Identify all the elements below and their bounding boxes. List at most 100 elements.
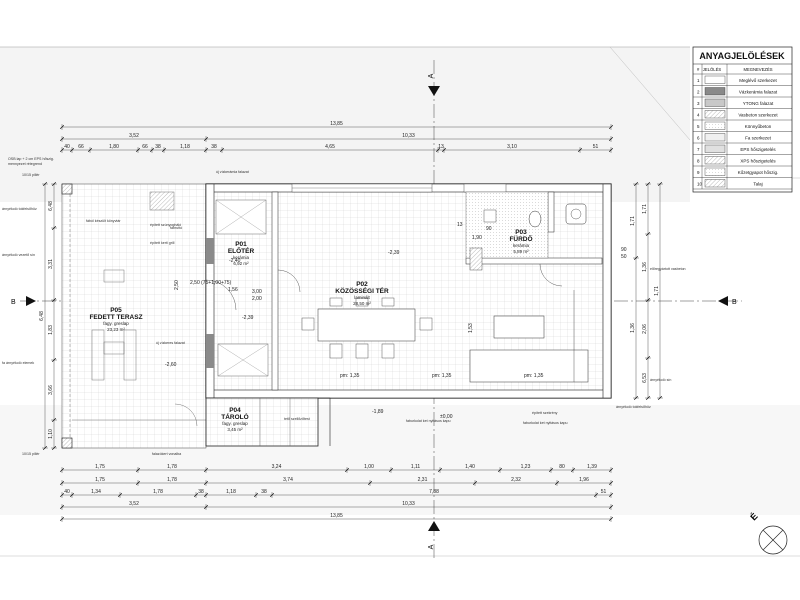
- legend-row-num: 2: [697, 90, 700, 95]
- legend-row-name: EPS hőszigetelés: [740, 147, 776, 152]
- level-marker: -1,89: [372, 409, 384, 415]
- misc-dim: 2,00: [252, 296, 262, 302]
- room-name: ELŐTÉR: [228, 246, 255, 255]
- legend-row-name: Vasbeton szerkezet: [738, 113, 778, 118]
- misc-dim: 2,50 (75+1,00+75): [190, 280, 231, 286]
- right-dimension-a: 1,711,36: [630, 181, 639, 401]
- dimension-label: 1,80: [109, 144, 119, 150]
- legend-row-num: 5: [697, 124, 700, 129]
- room-material: laminált: [354, 295, 370, 300]
- dimension-label: 40: [64, 144, 70, 150]
- north-arrow: É: [748, 511, 788, 555]
- dimension-label: 1,96: [579, 477, 589, 483]
- dimension-label: 2,32: [511, 477, 521, 483]
- dimension-label: 3,74: [283, 477, 293, 483]
- legend-row-name: XPS hőszigetelés: [740, 159, 776, 164]
- misc-dim: 90: [486, 226, 492, 232]
- room-name: TÁROLÓ: [221, 412, 248, 421]
- left-dimension-a: 6,48: [39, 181, 48, 451]
- room-area: 6,92 m²: [233, 261, 249, 266]
- section-a-bottom-label: A: [428, 544, 435, 549]
- dimension-label: 51: [593, 144, 599, 150]
- legend-swatch: [704, 167, 726, 176]
- misc-dim: 1,90: [472, 235, 482, 241]
- legend-title: ANYAGJELÖLÉSEK: [699, 51, 785, 61]
- dimension-label: 1,18: [226, 489, 236, 495]
- legend-row-name: Könnyűbeton: [745, 124, 772, 129]
- legend-swatch: [704, 121, 726, 130]
- dimension-label: 1,34: [91, 489, 101, 495]
- storage-room: [205, 397, 331, 447]
- dimension-label: 1,83: [48, 325, 54, 335]
- level-marker: ±0,00: [440, 414, 453, 420]
- dimension-label: 1,11: [411, 464, 421, 470]
- misc-dim: 13: [457, 222, 463, 228]
- annotation-note: árnyékoló tokfelsőhöz: [2, 207, 37, 211]
- dimension-label: 4,65: [325, 144, 335, 150]
- annotation-note: 10/15 pillér: [22, 173, 40, 177]
- annotation-note: előregyártott vasbeton: [650, 267, 686, 271]
- dimension-label: 38: [261, 489, 267, 495]
- legend-row-num: 1: [697, 78, 700, 83]
- right-dimension-c: 1,71: [654, 181, 663, 401]
- dimension-label: 66: [78, 144, 84, 150]
- bottom-total-dimension: 13,85: [59, 513, 614, 522]
- legend-row-num: 4: [697, 113, 700, 118]
- dimension-label: 1,36: [630, 323, 636, 333]
- legend-swatch: [704, 75, 726, 84]
- dimension-label: 40: [64, 489, 70, 495]
- dimension-label: 6,48: [48, 201, 54, 211]
- legend-row-name: Talaj: [753, 182, 762, 187]
- level-marker: -2,39: [388, 250, 400, 256]
- legend-row-name: Kőzetgyapot hőszig.: [738, 170, 779, 175]
- misc-dim: 2,50: [174, 280, 180, 290]
- misc-dim: pm: 1,35: [524, 373, 544, 379]
- misc-dim: 3,00: [252, 289, 262, 295]
- legend-swatch: [704, 87, 726, 96]
- annotation-note: fabruttó: [170, 226, 182, 230]
- top-total-dimension: 13,85: [59, 121, 614, 130]
- dimension-label: 3,52: [129, 133, 139, 139]
- misc-dimensions: 2,50 2,50 (75+1,00+75) 3,00 2,00 1,56 pm…: [174, 222, 627, 379]
- dimension-label: 80: [559, 464, 565, 470]
- room-name: FEDETT TERASZ: [89, 314, 142, 321]
- dimension-label: 2,06: [642, 324, 648, 334]
- left-dimension-b: 6,483,311,833,661,10: [48, 181, 57, 451]
- legend-row-num: 8: [697, 159, 700, 164]
- annotation-note: mennyezet rétegrend: [8, 162, 42, 166]
- dimension-label: 3,24: [272, 464, 282, 470]
- legend-row-num: 9: [697, 170, 700, 175]
- legend-swatch: [704, 179, 726, 188]
- annotation-note: új vízkeres falazat: [156, 341, 185, 345]
- level-marker: -2,40: [229, 258, 241, 264]
- room-id: P02: [356, 281, 368, 288]
- legend-row-name: Vázkerámia falazat: [739, 90, 778, 95]
- dimension-label: 3,10: [507, 144, 517, 150]
- room-material: kerámia: [513, 243, 530, 248]
- annotation-note: fa árnyékoló elemek: [2, 361, 34, 365]
- dimension-label: 3,31: [48, 259, 54, 269]
- dimension-label: 1,00: [364, 464, 374, 470]
- legend-swatch: [704, 144, 726, 153]
- dimension-label: 3,52: [129, 501, 139, 507]
- room-id: P05: [110, 307, 122, 314]
- covered-terrace: [61, 183, 207, 449]
- legend-swatch: [704, 110, 726, 119]
- annotation-notes: OSB lap + 2 cm EPS hőszig.mennyezet réte…: [2, 157, 686, 456]
- legend-row-num: 3: [697, 101, 700, 106]
- room-id: P04: [229, 407, 241, 414]
- dimension-label: 38: [211, 144, 217, 150]
- legend-swatch: [704, 98, 726, 107]
- legend-col-symbol: JELÖLÉS: [703, 67, 722, 72]
- dimension-label: 1,71: [642, 204, 648, 214]
- dimension-label: 1,23: [521, 464, 531, 470]
- annotation-note: árnyékoló vezető sín: [2, 253, 35, 257]
